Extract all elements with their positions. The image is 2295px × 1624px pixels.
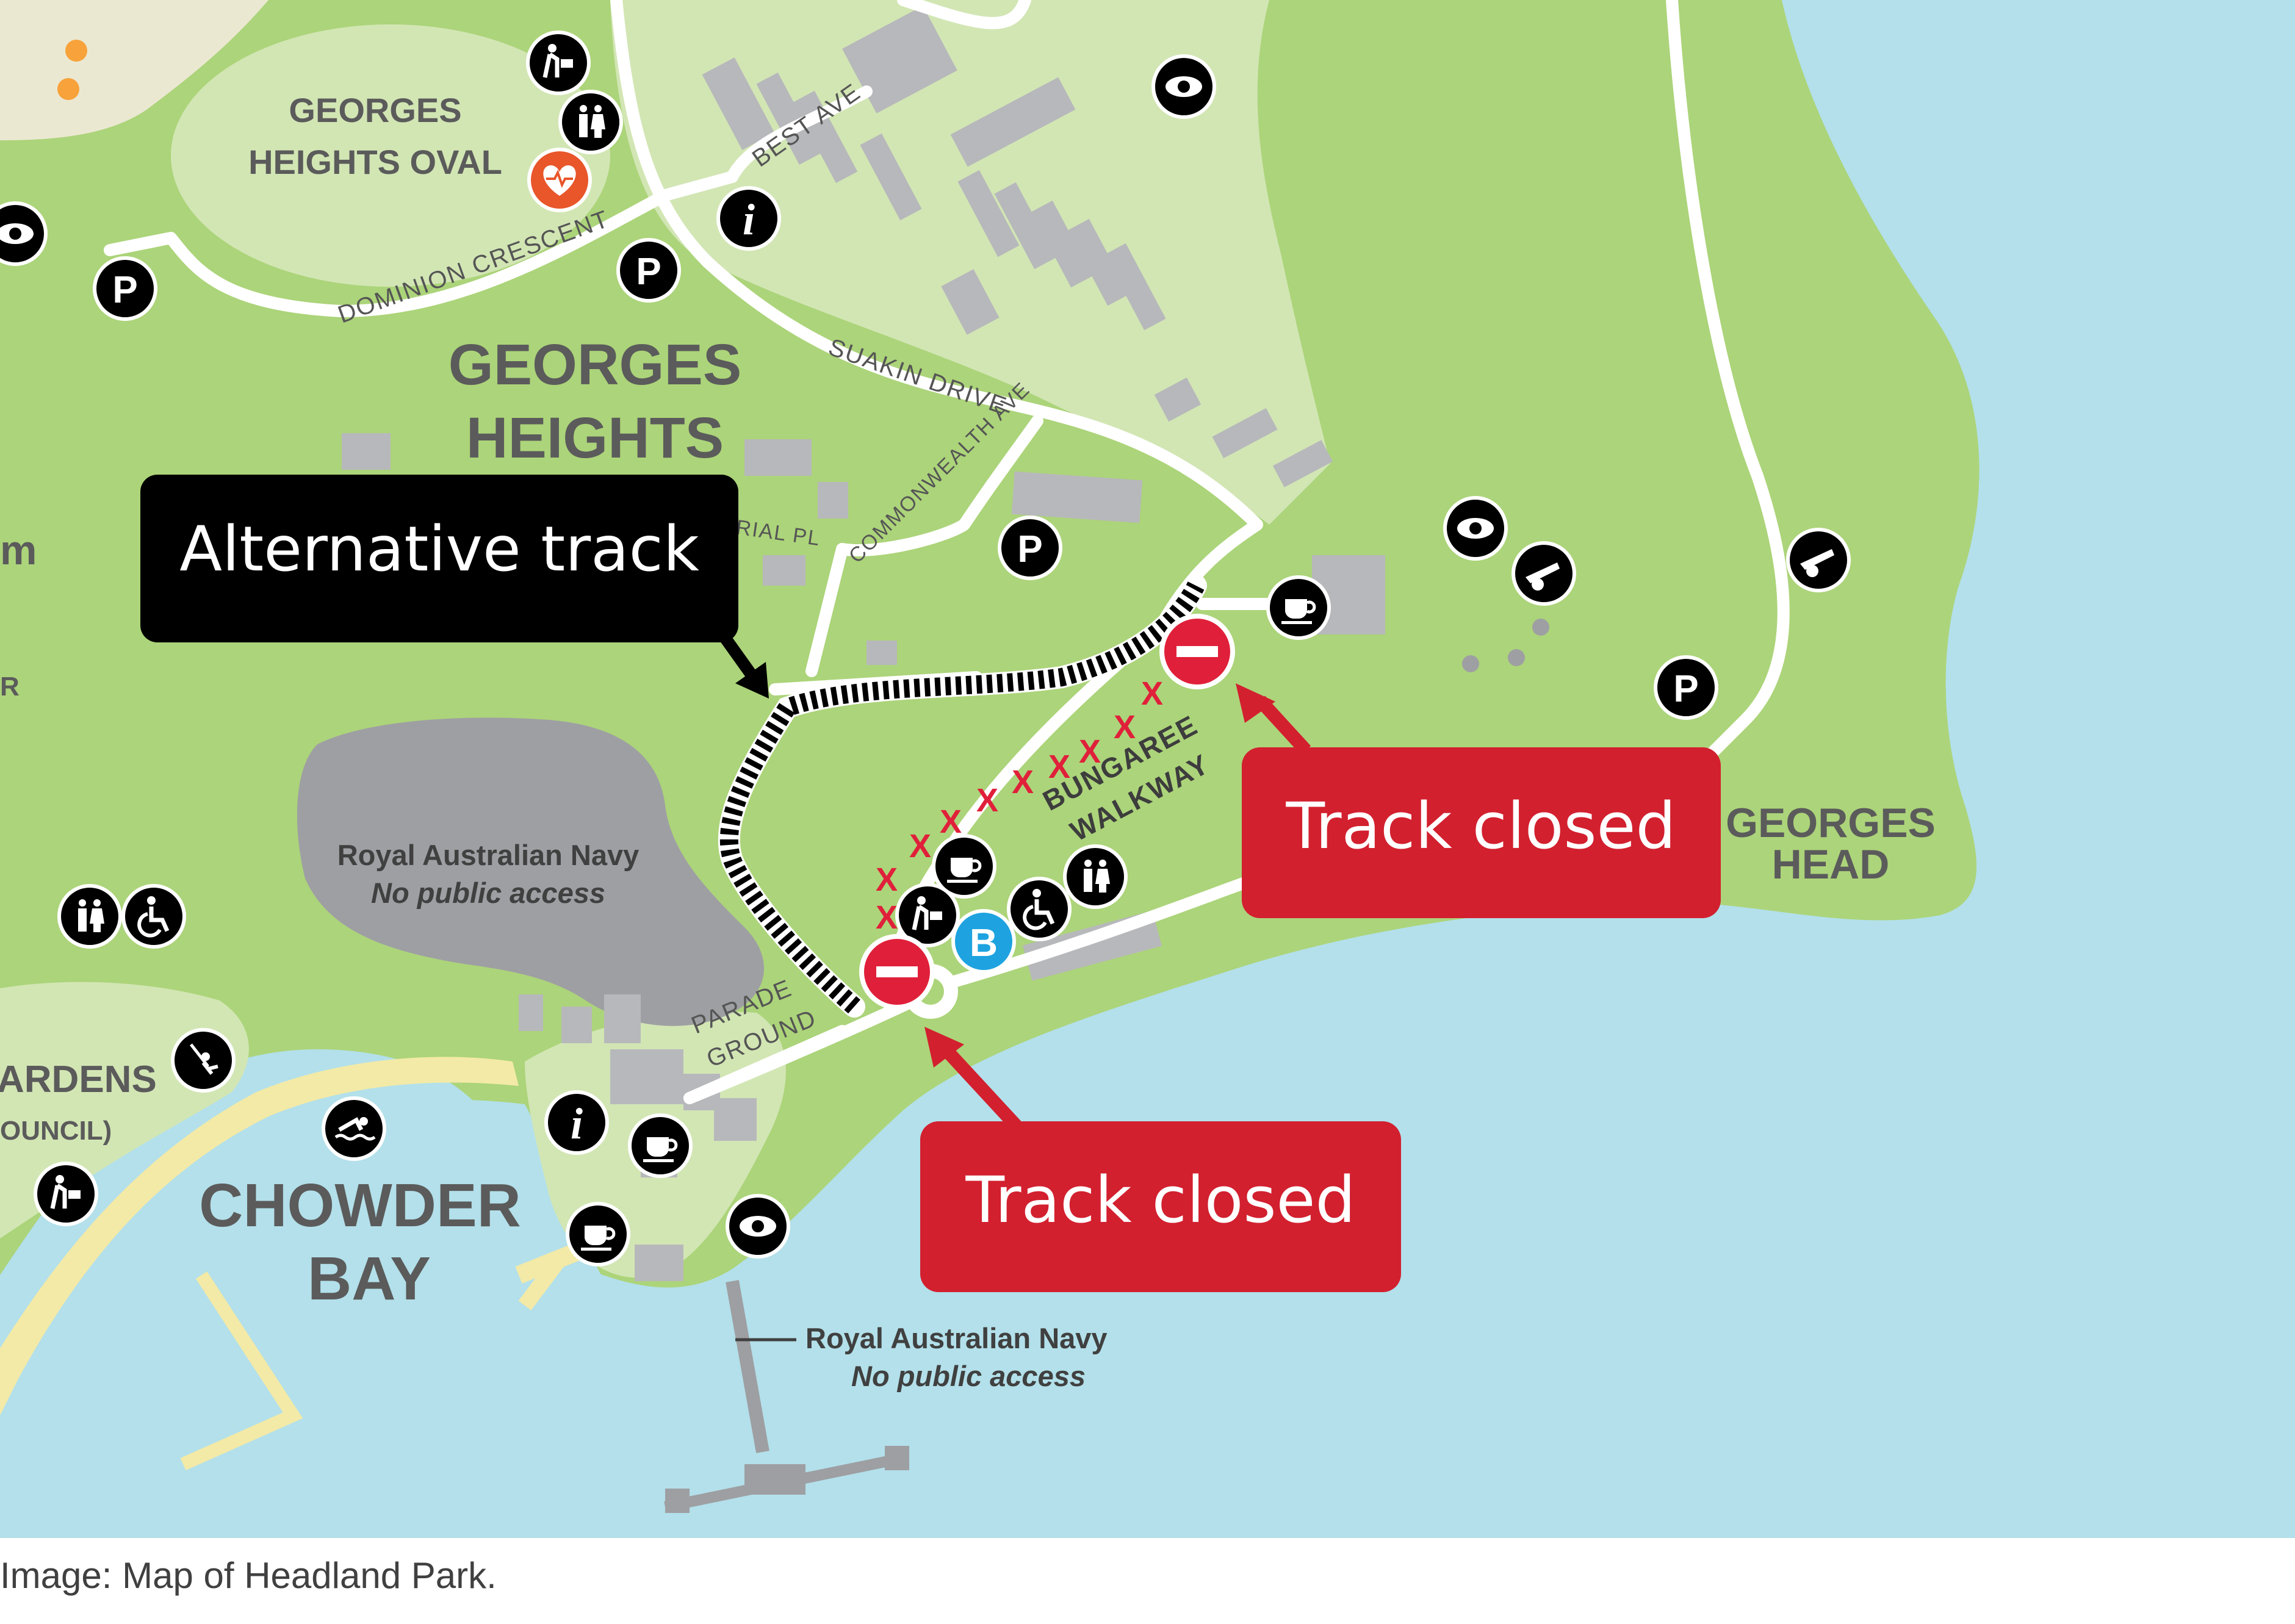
cross-mark: X <box>1114 709 1136 746</box>
chowder-bay-label-1: CHOWDER <box>199 1171 521 1240</box>
navy-label-subtitle: No public access <box>371 877 605 909</box>
cross-mark: X <box>976 782 998 819</box>
georges-head-label-1: GEORGES <box>1726 800 1936 846</box>
navy-restricted-area <box>297 717 765 1026</box>
accessible-icon <box>1007 877 1072 941</box>
chowder-bay-water <box>0 1099 683 1538</box>
svg-text:P: P <box>112 269 137 311</box>
info-icon: i <box>544 1090 609 1155</box>
track-closed-right-label: Track closed <box>1285 789 1676 863</box>
viewpoint-icon <box>726 1194 790 1259</box>
headland-park-map: BEST AVE DOMINION CRESCENT SUAKIN DRIVE … <box>0 0 2295 1538</box>
decorative-dots <box>57 40 1549 672</box>
playground-icon <box>171 1028 236 1093</box>
m-partial-label: m <box>0 527 37 573</box>
georges-heights-label-1: GEORGES <box>449 332 741 397</box>
svg-text:i: i <box>743 195 755 244</box>
cafe-icon <box>932 834 996 899</box>
eastern-road <box>1666 0 1790 787</box>
bus-stop-icon: B <box>951 909 1016 974</box>
georges-heights-oval-field <box>171 24 610 287</box>
georges-heights-label-2: HEIGHTS <box>466 406 724 470</box>
track-closed-callout-bottom: Track closed <box>920 1027 1401 1292</box>
toilets-icon <box>558 90 623 154</box>
alternative-track-callout: Alternative track <box>140 475 769 699</box>
track-closed-callout-right: Track closed <box>1236 683 1721 918</box>
georges-heights-oval-label-2: HEIGHTS OVAL <box>248 143 502 181</box>
swimming-icon <box>322 1096 386 1161</box>
parking-icon: P <box>93 256 157 321</box>
navy-wharf-label-title: Royal Australian Navy <box>805 1322 1108 1354</box>
cross-mark: X <box>1079 733 1101 770</box>
parking-icon: P <box>1654 655 1718 720</box>
parking-icon: P <box>616 238 681 303</box>
svg-text:B: B <box>970 921 998 965</box>
viewpoint-icon <box>1151 54 1216 119</box>
light-green-northwest <box>0 0 268 140</box>
no-entry-icon <box>1159 614 1235 689</box>
council-partial-label: OUNCIL) <box>0 1116 112 1146</box>
cross-mark: X <box>909 828 931 864</box>
commonwealth-ave-road <box>836 415 1043 556</box>
cross-mark: X <box>876 861 898 898</box>
northern-loop-road <box>897 0 1031 29</box>
toilets-icon <box>57 884 122 949</box>
map-caption: Image: Map of Headland Park. <box>0 1555 497 1596</box>
defibrillator-icon <box>527 148 592 212</box>
gardens-partial-label: ARDENS <box>0 1058 157 1101</box>
georges-heights-oval-label-1: GEORGES <box>289 91 461 129</box>
drinking-water-icon <box>526 31 591 95</box>
svg-text:P: P <box>636 251 661 293</box>
navy-label-title: Royal Australian Navy <box>337 839 640 871</box>
cafe-icon <box>1266 575 1331 640</box>
dominion-crescent-road <box>104 85 873 317</box>
jetties <box>180 1230 909 1513</box>
imperial-pl-road <box>805 543 848 677</box>
svg-text:P: P <box>1673 668 1698 710</box>
cross-mark: X <box>876 899 898 936</box>
info-icon: i <box>716 186 781 251</box>
cafe-icon <box>566 1202 630 1267</box>
alternative-track-dashes <box>719 581 1205 1014</box>
alternative-track-label: Alternative track <box>179 513 699 586</box>
cross-mark: X <box>940 803 962 840</box>
accessible-icon <box>121 884 186 949</box>
georges-head-label-2: HEAD <box>1772 841 1890 888</box>
cross-mark: X <box>1141 675 1163 712</box>
svg-text:P: P <box>1017 528 1042 570</box>
cross-mark: X <box>1012 764 1034 800</box>
drinking-water-icon <box>895 883 960 947</box>
parade-ground-road <box>683 1025 848 1104</box>
cannon-icon <box>1511 541 1576 606</box>
r-partial-label: R <box>0 672 20 702</box>
viewpoint-icon <box>1443 496 1508 561</box>
buildings <box>342 5 1385 1281</box>
viewpoint-icon <box>0 201 48 266</box>
chowder-bay-label-2: BAY <box>308 1245 431 1313</box>
cross-mark: X <box>1048 749 1070 785</box>
svg-text:i: i <box>571 1099 583 1148</box>
drinking-water-icon <box>34 1162 98 1226</box>
toilets-icon <box>1063 844 1128 909</box>
track-closed-bottom-label: Track closed <box>965 1163 1355 1237</box>
closed-track-crosses: X X X X X X X X X X <box>876 675 1163 936</box>
no-entry-icon <box>859 934 935 1010</box>
suakin-drive-road <box>610 0 1263 634</box>
cafe-icon <box>628 1113 693 1178</box>
beach-sand <box>0 1057 519 1415</box>
cannon-icon <box>1786 528 1851 592</box>
parking-icon: P <box>998 516 1062 580</box>
navy-wharf-label-subtitle: No public access <box>851 1360 1086 1392</box>
